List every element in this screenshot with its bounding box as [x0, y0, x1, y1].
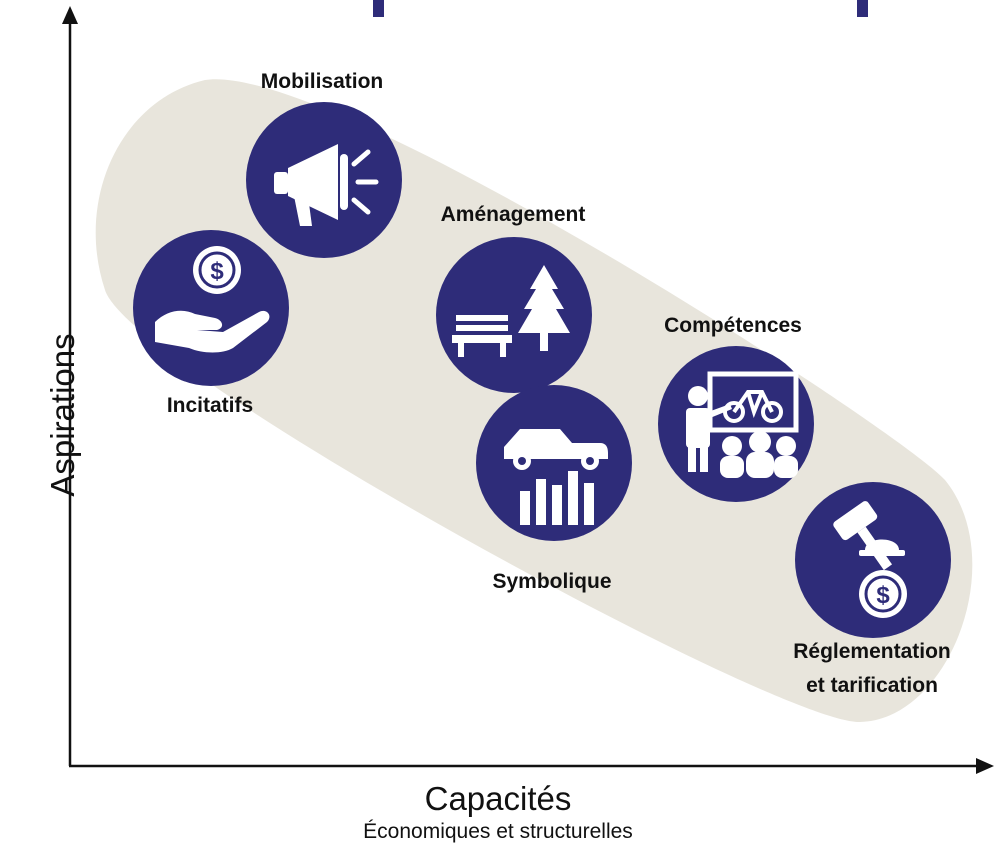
gavel-money-icon: $ [833, 501, 907, 618]
bench-tree-icon [452, 265, 570, 357]
node-amenagement [436, 237, 592, 393]
node-incitatifs: $ [133, 230, 289, 386]
car-bar-chart-icon [504, 429, 608, 525]
label-amenagement: Aménagement [440, 203, 586, 226]
y-axis-arrow [62, 6, 78, 24]
x-axis-arrow [976, 758, 994, 774]
node-symbolique [476, 385, 632, 541]
svg-text:$: $ [876, 582, 890, 609]
label-reglementation-line2: et tarification [806, 674, 938, 697]
svg-text:$: $ [210, 258, 224, 285]
top-bar-right [857, 0, 868, 17]
label-mobilisation: Mobilisation [260, 70, 384, 93]
x-axis-subtitle: Économiques et structurelles [363, 820, 633, 843]
label-incitatifs: Incitatifs [166, 394, 254, 417]
bike-training-icon [686, 371, 799, 478]
hand-money-icon: $ [155, 246, 270, 353]
label-symbolique: Symbolique [492, 570, 612, 593]
node-reglementation: $ [795, 482, 951, 638]
node-mobilisation [246, 102, 402, 258]
top-bar-left [373, 0, 384, 17]
y-axis-title: Aspirations [44, 333, 81, 497]
x-axis-title: Capacités [424, 780, 572, 817]
label-reglementation-line1: Réglementation [793, 640, 951, 663]
node-competences [658, 346, 814, 502]
label-competences: Compétences [664, 314, 802, 337]
megaphone-icon [274, 144, 379, 226]
